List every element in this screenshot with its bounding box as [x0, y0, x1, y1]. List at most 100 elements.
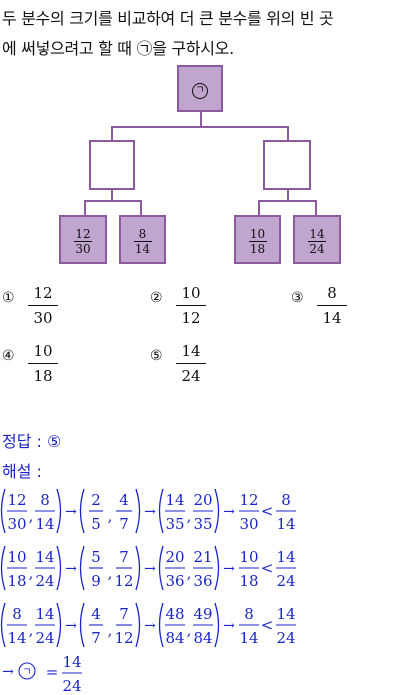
- fraction-numerator: 14: [35, 548, 54, 566]
- fraction-numerator: 8: [281, 491, 291, 509]
- fraction-denominator: 5: [91, 515, 101, 533]
- symbol-circle: [18, 662, 36, 680]
- fraction-numerator: 12: [75, 227, 91, 241]
- option-denominator: 18: [33, 367, 53, 385]
- middle-box-right: [263, 140, 311, 190]
- fraction-denominator: 14: [35, 515, 54, 533]
- fraction-numerator: 12: [239, 491, 258, 509]
- close-paren: [214, 488, 220, 534]
- fraction-numerator: 8: [244, 605, 254, 623]
- fraction-numerator: 14: [35, 605, 54, 623]
- fraction-denominator: 24: [276, 572, 295, 590]
- compare-sign: <: [261, 616, 274, 634]
- open-paren: [79, 602, 85, 648]
- fraction-denominator: 36: [165, 572, 184, 590]
- comma: ,: [187, 507, 192, 525]
- fraction-denominator: 18: [249, 242, 266, 256]
- comma: ,: [108, 621, 113, 639]
- arrow: →: [223, 618, 235, 634]
- bottom-box-3: 10 18: [234, 215, 281, 264]
- comma: ,: [187, 564, 192, 582]
- option-numerator: 14: [181, 342, 201, 360]
- fraction-numerator: 49: [193, 605, 212, 623]
- question-line-2: 에 써넣으려고 할 때 ㉠을 구하시오.: [2, 39, 234, 58]
- fraction-numerator: 7: [119, 548, 129, 566]
- option-denominator: 24: [181, 367, 201, 385]
- fraction-denominator: 30: [75, 242, 91, 256]
- fraction-denominator: 84: [193, 629, 212, 647]
- fraction-numerator: 20: [165, 548, 184, 566]
- fraction-denominator: 24: [276, 629, 295, 647]
- option-mark: ②: [150, 290, 163, 306]
- fraction-denominator: 24: [35, 572, 54, 590]
- compare-sign: <: [261, 502, 274, 520]
- bottom-box-4: 14 24: [293, 215, 341, 264]
- fraction-denominator: 14: [239, 629, 258, 647]
- arrow: →: [65, 504, 77, 520]
- close-paren: [135, 602, 141, 648]
- fraction-numerator: 4: [91, 605, 101, 623]
- fraction-denominator: 14: [134, 242, 151, 256]
- fraction-numerator: 4: [119, 491, 129, 509]
- arrow: →: [2, 664, 14, 680]
- fraction-numerator: 20: [193, 491, 212, 509]
- option-mark: ④: [2, 348, 15, 364]
- fraction-numerator: 14: [276, 605, 295, 623]
- fraction-denominator: 30: [239, 515, 258, 533]
- option-mark: ③: [291, 290, 304, 306]
- fraction-denominator: 18: [7, 572, 26, 590]
- final-symbol: ㄱ: [22, 667, 31, 678]
- open-paren: [79, 488, 85, 534]
- fraction-denominator: 7: [119, 515, 129, 533]
- answer-value: ⑤: [47, 432, 62, 451]
- answer-label: 정답 :: [2, 432, 42, 451]
- fraction-denominator: 14: [7, 629, 26, 647]
- close-paren: [56, 488, 62, 534]
- close-paren: [56, 545, 62, 591]
- fraction-denominator: 18: [239, 572, 258, 590]
- arrow: →: [65, 561, 77, 577]
- option-numerator: 10: [181, 284, 201, 302]
- option-denominator: 12: [181, 309, 201, 327]
- open-paren: [158, 602, 164, 648]
- close-paren: [214, 602, 220, 648]
- arrow: →: [144, 618, 156, 634]
- fraction-denominator: 24: [62, 677, 81, 695]
- fraction-numerator: 14: [165, 491, 184, 509]
- open-paren: [158, 488, 164, 534]
- fraction-numerator: 2: [91, 491, 101, 509]
- option-numerator: 10: [33, 342, 53, 360]
- fraction-numerator: 5: [91, 548, 101, 566]
- option-numerator: 12: [33, 284, 53, 302]
- option-mark: ①: [2, 290, 15, 306]
- comma: ,: [108, 507, 113, 525]
- fraction-denominator: 9: [91, 572, 101, 590]
- option-mark: ⑤: [150, 348, 163, 364]
- arrow: →: [223, 504, 235, 520]
- arrow: →: [223, 561, 235, 577]
- arrow: →: [144, 561, 156, 577]
- fraction-denominator: 35: [193, 515, 212, 533]
- fraction-denominator: 12: [114, 572, 133, 590]
- answer-line: 정답 : ⑤: [2, 428, 61, 452]
- option-numerator: 8: [327, 284, 337, 302]
- fraction-numerator: 8: [40, 491, 50, 509]
- fraction-denominator: 24: [309, 242, 325, 256]
- comma: ,: [108, 564, 113, 582]
- fraction-numerator: 14: [309, 227, 325, 241]
- fraction-numerator: 7: [119, 605, 129, 623]
- close-paren: [135, 488, 141, 534]
- fraction-numerator: 10: [249, 227, 266, 241]
- fraction-numerator: 48: [165, 605, 184, 623]
- fraction-denominator: 84: [165, 629, 184, 647]
- top-box: ㄱ: [177, 65, 223, 112]
- bottom-box-2: 8 14: [119, 215, 166, 264]
- arrow: →: [144, 504, 156, 520]
- fraction-numerator: 12: [7, 491, 26, 509]
- close-paren: [56, 602, 62, 648]
- question-text: 두 분수의 크기를 비교하여 더 큰 분수를 위의 빈 곳 에 써넣으려고 할 …: [2, 4, 398, 64]
- fraction-denominator: 12: [114, 629, 133, 647]
